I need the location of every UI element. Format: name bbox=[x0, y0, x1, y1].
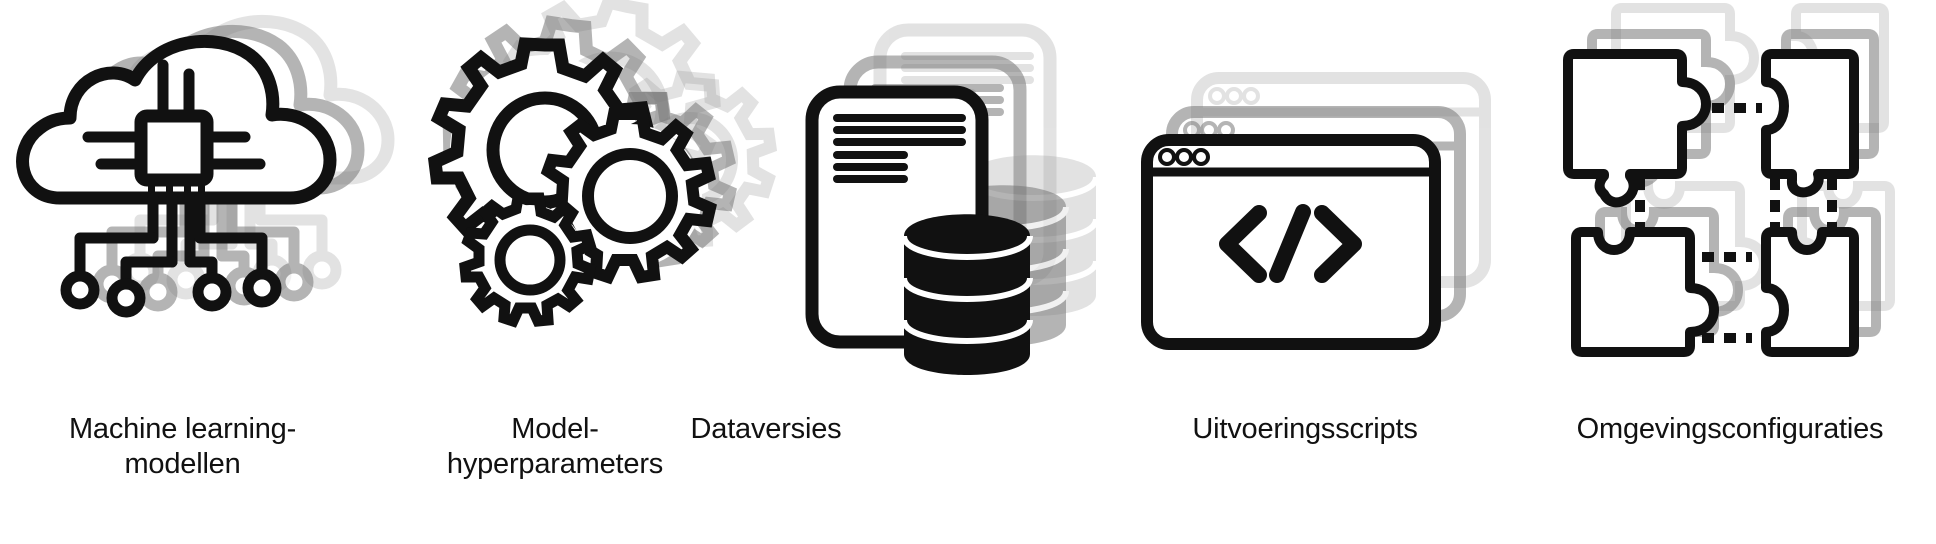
label-line: Omgevingsconfiguraties bbox=[1576, 413, 1884, 445]
label-line: hyperparameters bbox=[446, 448, 664, 480]
code-window-icon bbox=[1130, 40, 1530, 360]
gears-icon bbox=[400, 0, 800, 340]
label-line: Model- bbox=[511, 413, 599, 445]
dashed-connectors bbox=[1635, 103, 1837, 343]
label-line: Dataversies bbox=[690, 413, 842, 445]
cloud-chip-circuit-icon bbox=[0, 0, 400, 340]
label-ml-models: Machine learning- modellen bbox=[0, 412, 365, 482]
document-database-icon bbox=[780, 0, 1120, 400]
label-hyperparameters: Model- hyperparameters bbox=[405, 412, 705, 482]
label-line: Machine learning- bbox=[68, 413, 297, 445]
code-brackets-icon bbox=[1219, 204, 1362, 283]
puzzle-pieces-icon bbox=[1540, 0, 1936, 360]
label-environment-configs: Omgevingsconfiguraties bbox=[1540, 412, 1920, 447]
label-execution-scripts: Uitvoeringsscripts bbox=[1160, 412, 1450, 447]
label-data-versions: Dataversies bbox=[660, 412, 872, 447]
label-line: Uitvoeringsscripts bbox=[1192, 413, 1418, 445]
label-line: modellen bbox=[124, 448, 241, 480]
